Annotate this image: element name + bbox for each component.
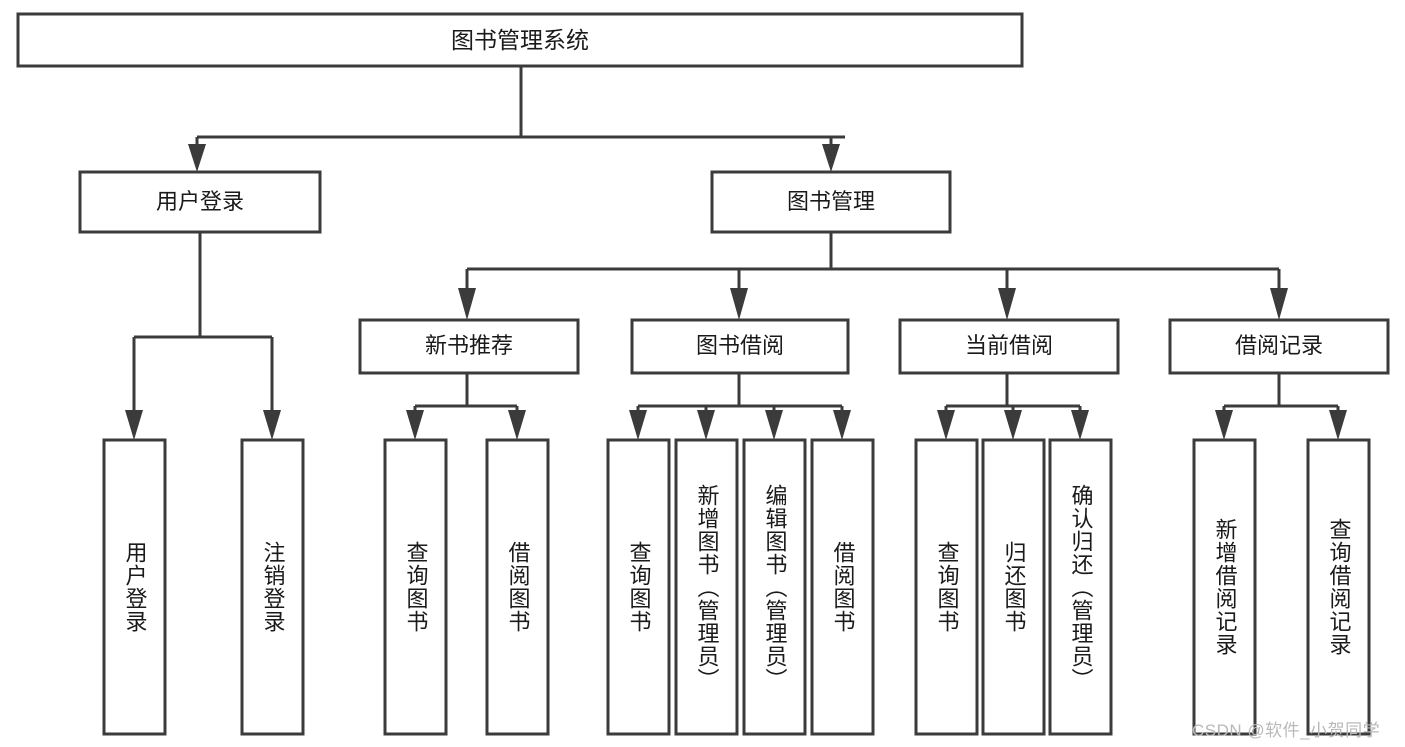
node-leaf-query-book-3-box[interactable] xyxy=(914,438,979,736)
node-leaf-return-book-box[interactable] xyxy=(981,438,1046,736)
arrow-head-leaf-user-logout xyxy=(263,410,281,440)
arrow-head-book-borrow xyxy=(730,288,748,320)
arrow-head-leaf-user-login xyxy=(125,410,143,440)
node-current-borrow[interactable]: 当前借阅 xyxy=(898,318,1120,375)
node-new-book-recommend[interactable]: 新书推荐 xyxy=(358,318,580,375)
node-book-borrow-box[interactable] xyxy=(630,318,850,375)
node-new-book-recommend-box[interactable] xyxy=(358,318,580,375)
node-leaf-borrow-book-2-box[interactable] xyxy=(810,438,875,736)
node-leaf-query-book-2-box[interactable] xyxy=(606,438,671,736)
arrow-head-leaf-query-book-1 xyxy=(406,410,424,440)
node-current-borrow-label: 当前借阅 xyxy=(965,333,1053,358)
arrow-head-leaf-query-record xyxy=(1329,410,1347,440)
node-leaf-borrow-book-1-box[interactable] xyxy=(485,438,550,736)
connector-group-root-to-level2 xyxy=(188,66,845,172)
node-current-borrow-box[interactable] xyxy=(898,318,1120,375)
arrow-head-book-manage xyxy=(822,144,840,172)
arrow-head-borrow-record xyxy=(1270,288,1288,320)
node-leaf-user-logout-box[interactable] xyxy=(240,438,305,736)
node-borrow-record-label: 借阅记录 xyxy=(1235,333,1323,358)
arrow-head-leaf-add-book xyxy=(697,410,715,440)
node-leaf-add-book-box[interactable] xyxy=(674,438,739,736)
node-leaf-confirm-return-box[interactable] xyxy=(1048,438,1113,736)
node-root-label: 图书管理系统 xyxy=(451,27,589,53)
arrow-head-leaf-add-record xyxy=(1215,410,1233,440)
connector-group-borrow-record-to-leaves xyxy=(1215,373,1347,440)
node-new-book-recommend-label: 新书推荐 xyxy=(425,333,513,358)
arrow-head-leaf-confirm-return xyxy=(1071,410,1089,440)
csdn-watermark: CSDN @软件_小贺同学 xyxy=(1192,721,1381,740)
arrow-head-leaf-borrow-book-1 xyxy=(508,410,526,440)
node-book-manage-label: 图书管理 xyxy=(787,189,875,214)
node-leaf-query-record-box[interactable] xyxy=(1306,438,1371,736)
node-root[interactable]: 图书管理系统 xyxy=(16,12,1024,68)
connector-group-new-book-recommend-to-leaves xyxy=(406,373,526,440)
connector-group-book-borrow-to-leaves xyxy=(629,373,851,440)
node-book-borrow-label: 图书借阅 xyxy=(696,333,784,358)
node-user-login-box[interactable] xyxy=(78,170,322,234)
node-leaf-query-book-1-box[interactable] xyxy=(383,438,448,736)
node-user-login-label: 用户登录 xyxy=(156,189,244,214)
arrow-head-leaf-borrow-book-2 xyxy=(833,410,851,440)
node-root-box[interactable] xyxy=(16,12,1024,68)
connector-group-user-login-to-leaves xyxy=(125,232,281,440)
node-book-manage[interactable]: 图书管理 xyxy=(710,170,952,234)
node-borrow-record[interactable]: 借阅记录 xyxy=(1168,318,1390,375)
arrow-head-new-book-recommend xyxy=(458,288,476,320)
node-user-login[interactable]: 用户登录 xyxy=(78,170,322,234)
arrow-head-user-login xyxy=(188,144,206,172)
connector-group-book-manage-to-level3 xyxy=(458,232,1288,320)
node-book-borrow[interactable]: 图书借阅 xyxy=(630,318,850,375)
arrow-head-leaf-query-book-2 xyxy=(629,410,647,440)
node-borrow-record-box[interactable] xyxy=(1168,318,1390,375)
node-leaf-edit-book-box[interactable] xyxy=(742,438,807,736)
arrow-head-current-borrow xyxy=(998,288,1016,320)
connector-group-current-borrow-to-leaves xyxy=(937,373,1089,440)
arrow-head-leaf-edit-book xyxy=(765,410,783,440)
arrow-head-leaf-return-book xyxy=(1004,410,1022,440)
node-book-manage-box[interactable] xyxy=(710,170,952,234)
node-leaf-add-record-box[interactable] xyxy=(1192,438,1257,736)
arrow-head-leaf-query-book-3 xyxy=(937,410,955,440)
node-leaf-user-login-box[interactable] xyxy=(102,438,167,736)
